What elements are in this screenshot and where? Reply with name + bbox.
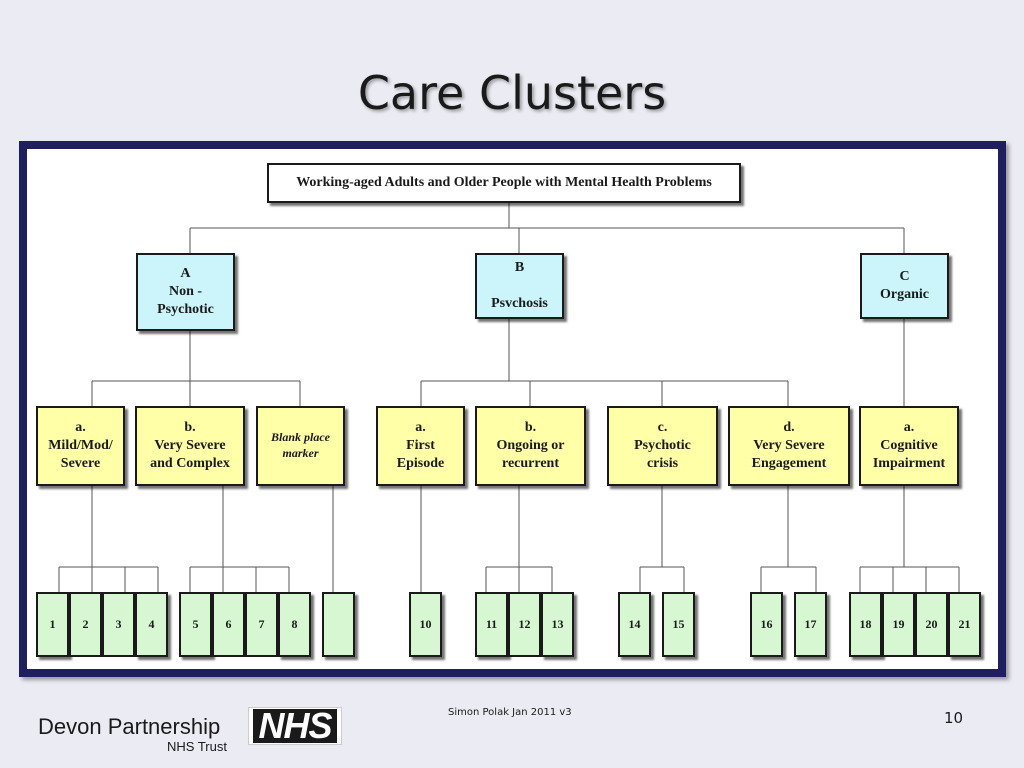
subcategory-a-severe-node: b. Very Severe and Complex (135, 406, 245, 486)
footer-credit: Simon Polak Jan 2011 v3 (448, 707, 572, 718)
subcategory-a-mild-node: a. Mild/Mod/ Severe (36, 406, 125, 486)
nhs-logo: NHS (248, 707, 342, 745)
category-c-node: C Organic (860, 253, 949, 319)
cluster-node-7: 7 (245, 592, 278, 657)
nhs-logo-text: NHS (253, 708, 337, 744)
cluster-node-4: 4 (135, 592, 168, 657)
cluster-node-21: 21 (948, 592, 981, 657)
subcategory-b-first-episode-node: a. First Episode (376, 406, 465, 486)
subcategory-b-engagement-node: d. Very Severe Engagement (728, 406, 850, 486)
cluster-node-blank (322, 592, 355, 657)
cluster-node-10: 10 (409, 592, 442, 657)
cluster-node-1: 1 (36, 592, 69, 657)
subcategory-c-cognitive-node: a. Cognitive Impairment (859, 406, 959, 486)
cluster-node-12: 12 (508, 592, 541, 657)
cluster-node-13: 13 (541, 592, 574, 657)
subcategory-a-blank-node: Blank place marker (256, 406, 345, 486)
cluster-node-15: 15 (662, 592, 695, 657)
footer-organisation: Devon Partnership (38, 714, 221, 739)
subcategory-b-crisis-node: c. Psychotic crisis (607, 406, 718, 486)
slide-title: Care Clusters (357, 66, 667, 120)
cluster-node-2: 2 (69, 592, 102, 657)
cluster-node-18: 18 (849, 592, 882, 657)
cluster-node-17: 17 (794, 592, 827, 657)
cluster-node-16: 16 (750, 592, 783, 657)
cluster-node-5: 5 (179, 592, 212, 657)
cluster-node-6: 6 (212, 592, 245, 657)
root-node: Working-aged Adults and Older People wit… (267, 163, 741, 203)
footer-trust: NHS Trust (167, 739, 227, 754)
cluster-node-3: 3 (102, 592, 135, 657)
cluster-node-14: 14 (618, 592, 651, 657)
subcategory-b-ongoing-node: b. Ongoing or recurrent (475, 406, 586, 486)
cluster-node-19: 19 (882, 592, 915, 657)
category-a-node: A Non - Psychotic (136, 253, 235, 331)
cluster-node-11: 11 (475, 592, 508, 657)
page-number: 10 (944, 709, 964, 727)
category-b-node: B Psvchosis (475, 253, 564, 319)
cluster-node-8: 8 (278, 592, 311, 657)
cluster-node-20: 20 (915, 592, 948, 657)
